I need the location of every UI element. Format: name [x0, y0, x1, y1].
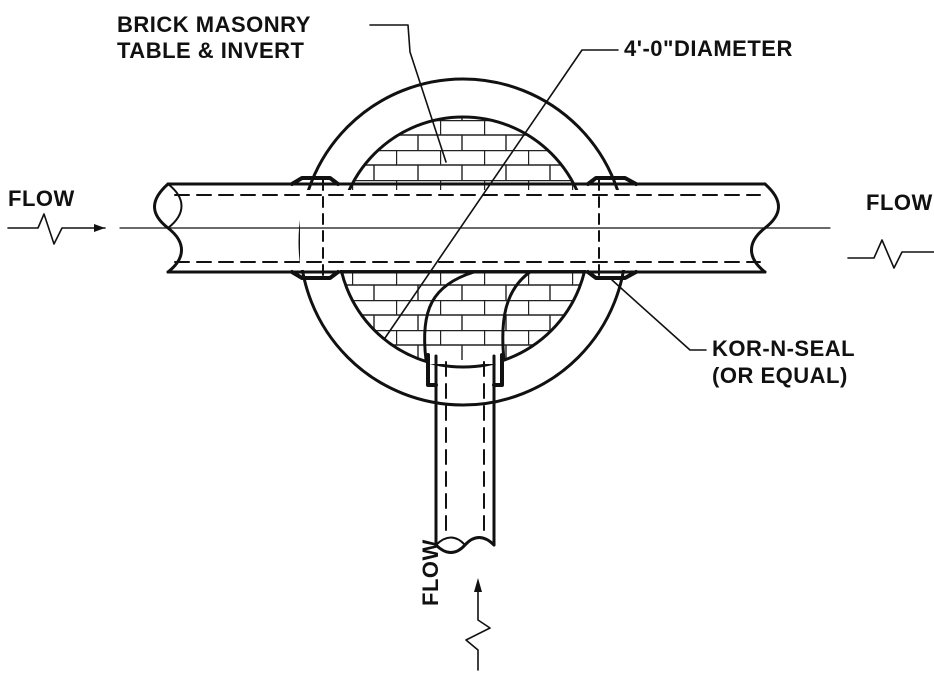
seal-label-line2: (OR EQUAL) — [712, 363, 848, 388]
diameter-label: 4'-0"DIAMETER — [624, 36, 793, 61]
flow-arrow-left — [7, 213, 106, 245]
wall-penetrations — [290, 176, 638, 280]
flow-arrow-bottom — [465, 578, 491, 671]
brick-masonry-label-line2: TABLE & INVERT — [117, 38, 305, 63]
flow-label-bottom: FLOW — [418, 539, 443, 606]
inlet-pipe — [426, 353, 504, 554]
flow-label-right: FLOW — [866, 190, 933, 215]
pipe-channel — [300, 190, 630, 270]
flow-label-left: FLOW — [8, 186, 75, 211]
leader-brick — [369, 24, 447, 163]
seal-label-line1: KOR-N-SEAL — [712, 336, 856, 361]
leader-diameter — [384, 49, 619, 339]
main-pipe — [119, 182, 831, 274]
brick-masonry-label-line1: BRICK MASONRY — [117, 12, 311, 37]
leader-seal — [611, 279, 707, 351]
flow-arrow-right — [847, 239, 934, 269]
